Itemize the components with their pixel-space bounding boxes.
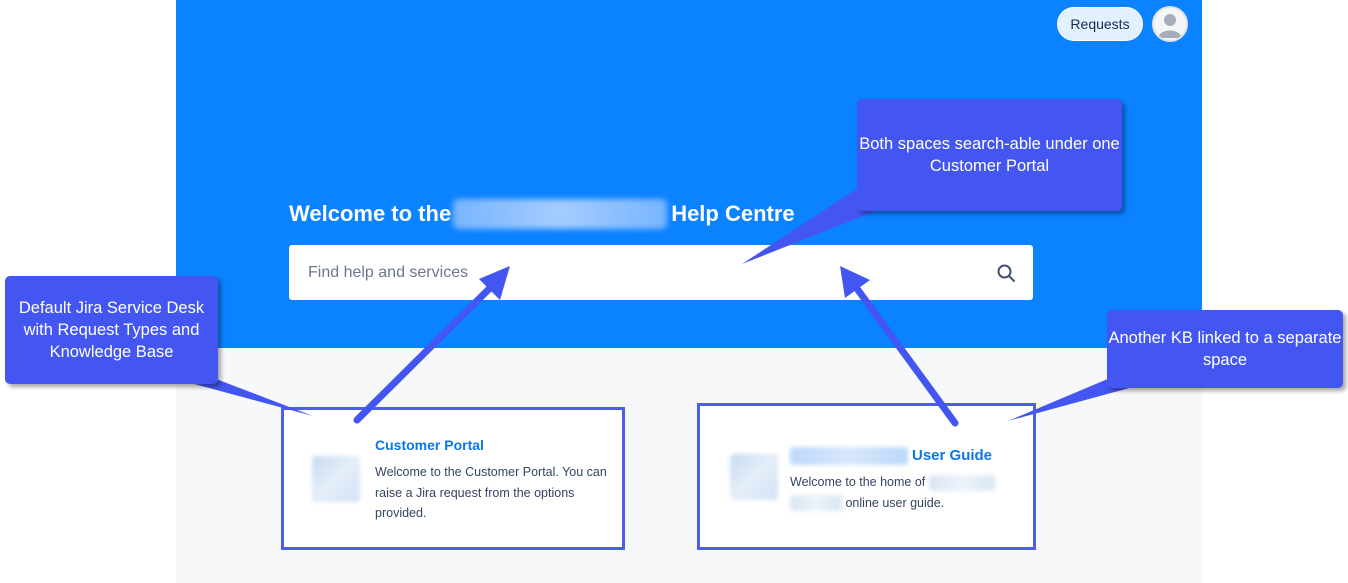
description-suffix: online user guide. bbox=[845, 495, 945, 510]
callout-another-kb: Another KB linked to a separate space bbox=[1107, 310, 1343, 388]
welcome-prefix: Welcome to the bbox=[289, 201, 452, 226]
card-title[interactable]: Customer Portal bbox=[375, 437, 484, 453]
guide-thumbnail bbox=[730, 454, 778, 500]
user-guide-card[interactable]: User Guide Welcome to the home of online… bbox=[697, 403, 1036, 550]
card-description: Welcome to the Customer Portal. You can … bbox=[375, 465, 607, 520]
card-title[interactable]: User Guide bbox=[912, 447, 993, 464]
requests-button[interactable]: Requests bbox=[1057, 7, 1143, 41]
card-description: Welcome to the home of online user guide… bbox=[790, 472, 1030, 513]
redacted-text bbox=[928, 474, 995, 491]
redacted-company-name bbox=[453, 199, 668, 229]
portal-thumbnail bbox=[312, 456, 360, 502]
search-input[interactable] bbox=[306, 262, 996, 283]
callout-default-desk: Default Jira Service Desk with Request T… bbox=[5, 276, 218, 384]
redacted-company-name bbox=[790, 447, 908, 465]
search-icon[interactable] bbox=[996, 263, 1016, 283]
callout-search: Both spaces search-able under one Custom… bbox=[857, 99, 1122, 211]
search-bar bbox=[289, 245, 1033, 300]
description-prefix: Welcome to the home of bbox=[790, 475, 926, 489]
welcome-suffix: Help Centre bbox=[671, 201, 795, 226]
page-title: Welcome to the Help Centre bbox=[289, 199, 795, 229]
redacted-text bbox=[790, 495, 842, 512]
user-avatar-icon[interactable] bbox=[1152, 6, 1188, 42]
customer-portal-card[interactable]: Customer Portal Welcome to the Customer … bbox=[281, 407, 625, 550]
